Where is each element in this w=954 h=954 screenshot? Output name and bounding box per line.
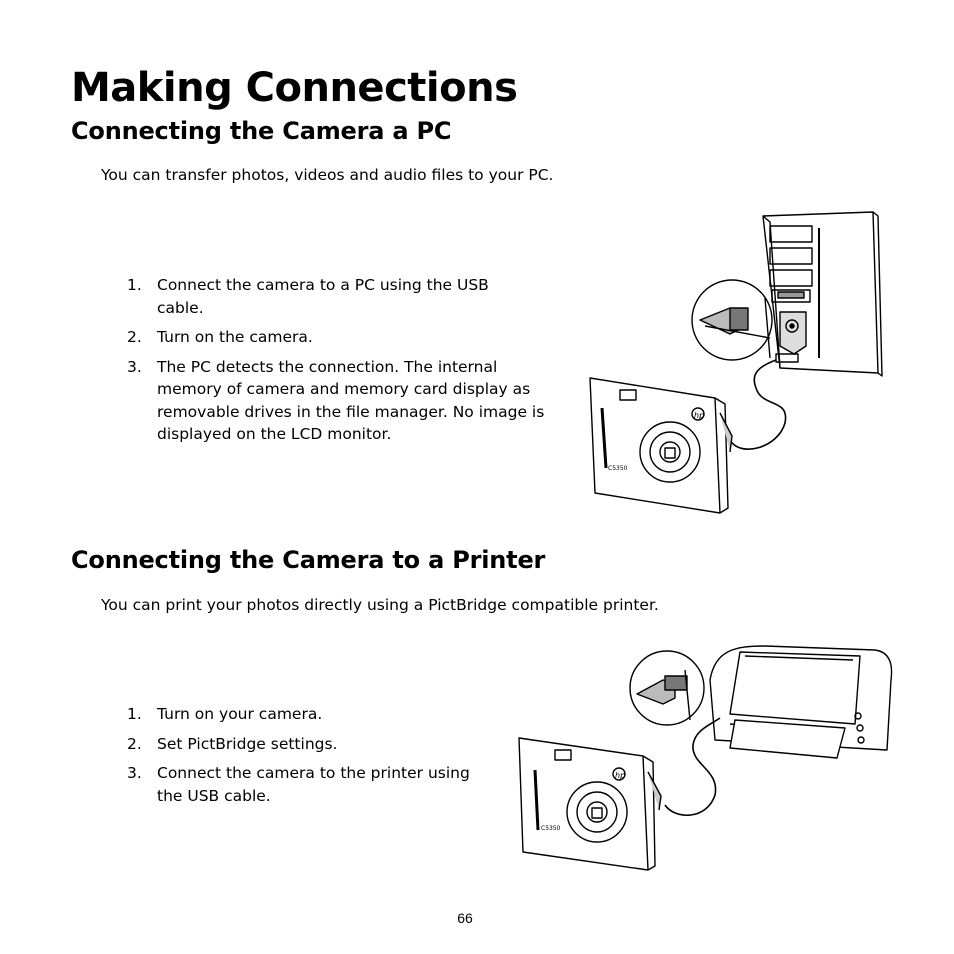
section-heading-printer: Connecting the Camera to a Printer [71, 546, 546, 574]
section-intro-pc: You can transfer photos, videos and audi… [101, 166, 554, 184]
list-item: 2. Turn on the camera. [127, 326, 559, 349]
step-text: Set PictBridge settings. [157, 734, 338, 753]
usb-port-zoom-icon [630, 651, 704, 725]
step-text: Turn on your camera. [157, 705, 323, 723]
usb-cable-icon [665, 718, 720, 815]
step-number: 1. [127, 705, 142, 723]
usb-cable-icon [730, 360, 786, 449]
usb-port-zoom-icon [692, 280, 772, 360]
pc-tower-icon [763, 212, 882, 376]
camera-model: C5350 [541, 825, 561, 832]
list-item: 3. Connect the camera to the printer usin… [127, 762, 497, 807]
steps-list-pc: 1. Connect the camera to a PC using the U… [127, 274, 559, 453]
step-number: 3. [127, 357, 142, 376]
list-item: 1. Turn on your camera. [127, 703, 497, 726]
camera-icon: hp C5350 [590, 378, 732, 513]
step-text: The PC detects the connection. The inter… [157, 357, 545, 444]
camera-logo: hp [615, 771, 625, 780]
section-intro-printer: You can print your photos directly using… [101, 596, 659, 614]
page-title: Making Connections [71, 65, 518, 111]
step-text: Turn on the camera. [157, 328, 313, 346]
camera-to-printer-illustration: hp C5350 [515, 640, 895, 872]
printer-icon [710, 646, 892, 758]
list-item: 1. Connect the camera to a PC using the U… [127, 274, 559, 319]
step-text: Connect the camera to a PC using the USB… [157, 276, 489, 317]
page-number: 66 [457, 910, 473, 926]
camera-icon: hp C5350 [519, 738, 661, 870]
list-item: 3. The PC detects the connection. The int… [127, 356, 559, 446]
step-number: 2. [127, 328, 142, 346]
step-number: 1. [127, 276, 142, 294]
camera-logo: hp [694, 411, 704, 420]
step-number: 2. [127, 734, 142, 753]
camera-to-pc-illustration: hp C5350 [580, 208, 880, 510]
step-text: Connect the camera to the printer using … [157, 764, 470, 805]
camera-model: C5350 [608, 465, 628, 472]
step-number: 3. [127, 764, 142, 782]
section-heading-pc: Connecting the Camera a PC [71, 117, 452, 145]
steps-list-printer: 1. Turn on your camera. 2. Set PictBridge … [127, 703, 497, 814]
list-item: 2. Set PictBridge settings. [127, 733, 497, 756]
